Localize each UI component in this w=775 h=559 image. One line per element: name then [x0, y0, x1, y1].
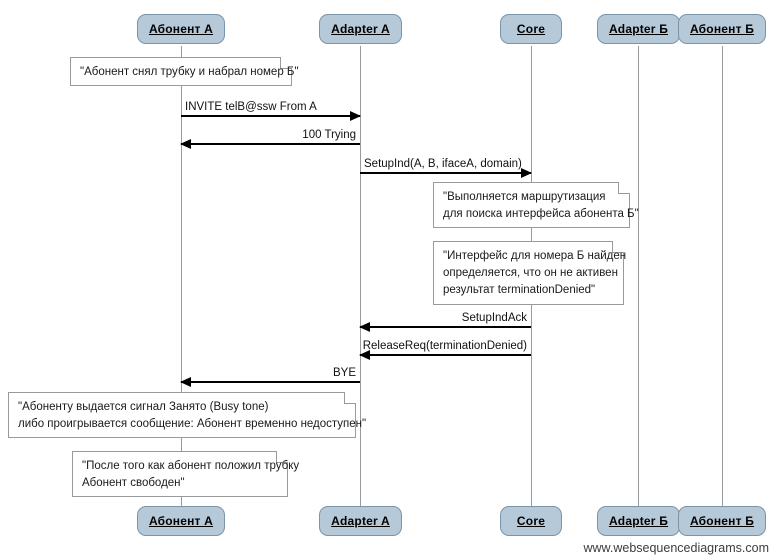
watermark: www.websequencediagrams.com — [583, 541, 769, 555]
arrowhead-right-icon — [350, 111, 361, 121]
lifeline-adapter-a — [360, 46, 361, 506]
note-fold-corner-icon — [619, 182, 630, 193]
message-label-releasereq: ReleaseReq(terminationDenied) — [362, 340, 527, 352]
note-routing: "Выполняется маршрутизация для поиска ин… — [433, 182, 639, 228]
actor-label: Core — [516, 22, 546, 36]
actor-label: Абонент Б — [689, 514, 755, 528]
note-hangup: "После того как абонент положил трубку А… — [72, 451, 300, 497]
lifeline-abonent-b — [722, 46, 723, 506]
note-text: "Выполняется маршрутизация для поиска ин… — [443, 191, 639, 220]
actor-label: Adapter Б — [608, 514, 669, 528]
message-trying[interactable]: 100 Trying — [180, 129, 360, 149]
message-setupindack[interactable]: SetupIndAck — [359, 312, 531, 332]
actor-label: Core — [516, 514, 546, 528]
actor-core-bottom[interactable]: Core — [500, 506, 562, 536]
actor-abonent-a-top[interactable]: Абонент А — [137, 14, 225, 44]
lifeline-abonent-a — [181, 46, 182, 506]
arrowhead-left-icon — [180, 377, 191, 387]
message-invite[interactable]: INVITE telB@ssw From A — [181, 101, 361, 121]
arrowhead-left-icon — [359, 350, 370, 360]
note-text: "Интерфейс для номера Б найден определяе… — [443, 250, 627, 296]
note-iface-found: "Интерфейс для номера Б найден определяе… — [433, 241, 627, 305]
actor-label: Adapter A — [331, 514, 390, 528]
message-label-bye: BYE — [332, 367, 356, 379]
actor-adapter-b-top[interactable]: Adapter Б — [597, 14, 680, 44]
message-bye[interactable]: BYE — [180, 367, 360, 387]
actor-abonent-b-bottom[interactable]: Абонент Б — [678, 506, 766, 536]
note-text: "После того как абонент положил трубку А… — [82, 460, 300, 489]
actor-adapter-b-bottom[interactable]: Adapter Б — [597, 506, 680, 536]
actor-label: Абонент Б — [689, 22, 755, 36]
arrowhead-left-icon — [359, 322, 370, 332]
note-busy-tone: "Абоненту выдается сигнал Занято (Busy t… — [8, 392, 367, 438]
note-fold-corner-icon — [277, 451, 288, 462]
note-fold-corner-icon — [345, 392, 356, 403]
actor-abonent-b-top[interactable]: Абонент Б — [678, 14, 766, 44]
actor-label: Абонент А — [148, 22, 214, 36]
message-label-trying: 100 Trying — [302, 129, 356, 141]
lifeline-adapter-b — [638, 46, 639, 506]
actor-adapter-a-bottom[interactable]: Adapter A — [319, 506, 402, 536]
message-setupind[interactable]: SetupInd(A, B, ifaceA, domain) — [360, 158, 532, 178]
arrowhead-right-icon — [521, 168, 532, 178]
actor-core-top[interactable]: Core — [500, 14, 562, 44]
actor-label: Абонент А — [148, 514, 214, 528]
arrowhead-left-icon — [180, 139, 191, 149]
actor-label: Adapter Б — [608, 22, 669, 36]
note-offhook: "Абонент снял трубку и набрал номер Б" — [70, 57, 299, 86]
actor-label: Adapter A — [331, 22, 390, 36]
message-label-setupindack: SetupIndAck — [461, 312, 527, 324]
note-fold-corner-icon — [281, 57, 292, 68]
message-label-setupind: SetupInd(A, B, ifaceA, domain) — [364, 158, 522, 170]
actor-adapter-a-top[interactable]: Adapter A — [319, 14, 402, 44]
message-label-invite: INVITE telB@ssw From A — [185, 101, 317, 113]
message-releasereq[interactable]: ReleaseReq(terminationDenied) — [359, 340, 531, 360]
note-fold-corner-icon — [613, 241, 624, 252]
note-text: "Абонент снял трубку и набрал номер Б" — [80, 66, 299, 78]
actor-abonent-a-bottom[interactable]: Абонент А — [137, 506, 225, 536]
note-text: "Абоненту выдается сигнал Занято (Busy t… — [18, 401, 367, 430]
